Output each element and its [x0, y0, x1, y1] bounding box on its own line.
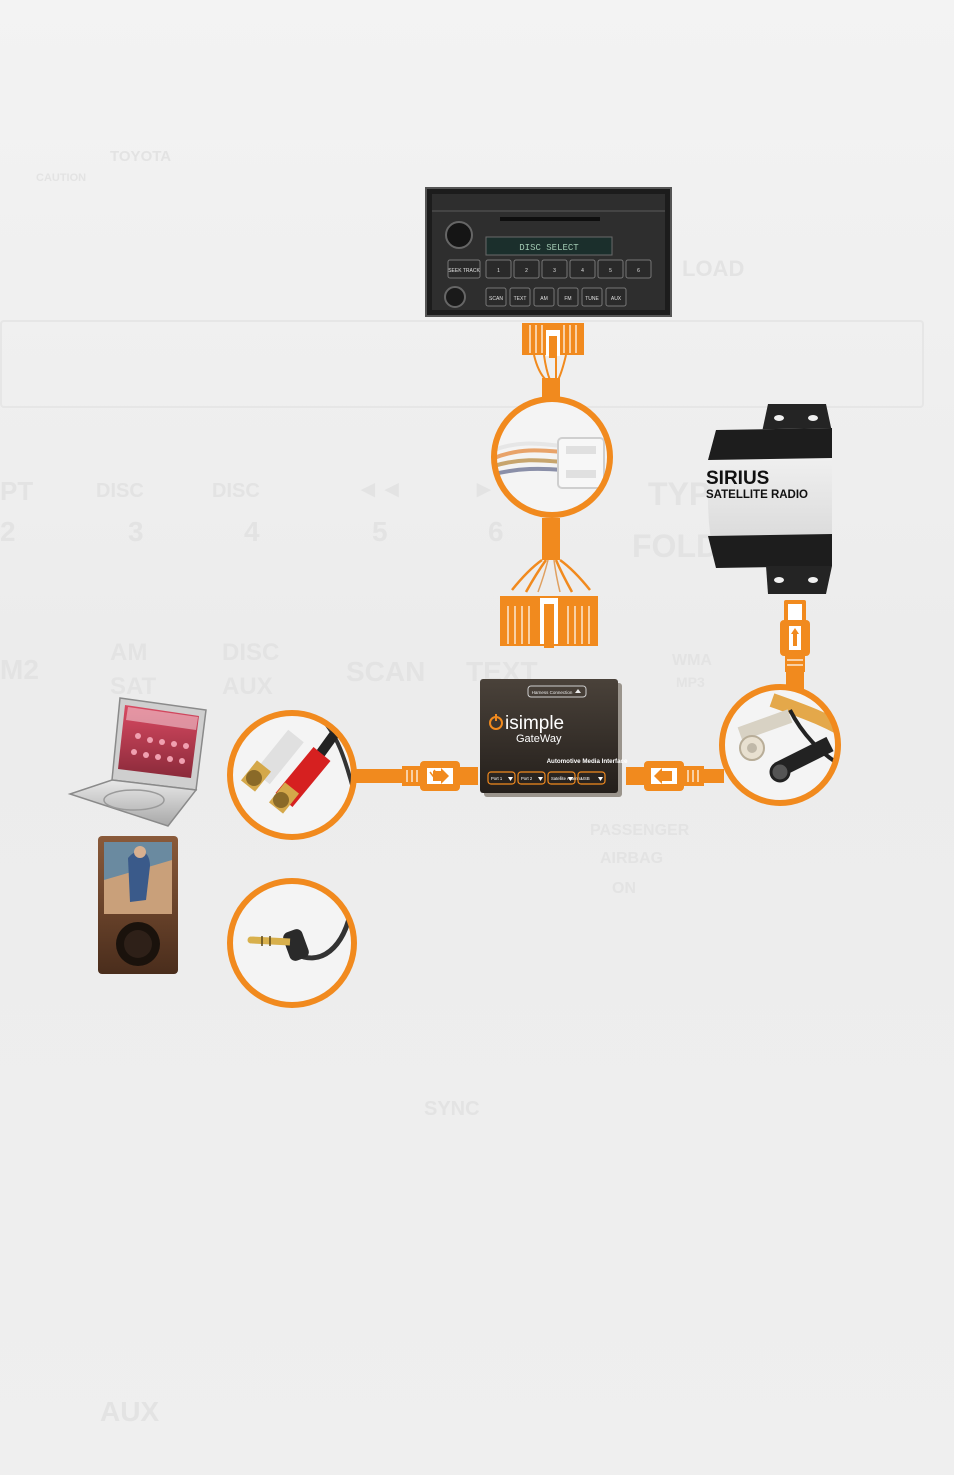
bg-on: ON	[612, 880, 636, 897]
head-unit-button: AUX	[605, 287, 627, 307]
bg-btn-4-num: 5	[372, 516, 388, 547]
head-unit-button: SEEK TRACK	[447, 259, 481, 279]
head-unit: DISC SELECT SEEK TRACK 1 2 3 4 5 6 SCAN TEXT AM F…	[425, 187, 672, 317]
bg-sync: SYNC	[424, 1098, 480, 1120]
input-cable	[354, 761, 478, 791]
bg-btn-3-top: DISC	[212, 480, 260, 502]
bg-caution: CAUTION	[36, 172, 87, 184]
bg-airbag: AIRBAG	[600, 850, 664, 867]
head-unit-button: 5	[597, 259, 624, 279]
head-unit-button: 2	[513, 259, 540, 279]
satellite-cable	[626, 761, 724, 791]
bg-row2-2: AM SAT	[110, 639, 157, 700]
gateway-port-label: Port 1	[491, 776, 503, 781]
aux-jack-zoom-circle	[227, 878, 357, 1008]
head-unit-button: 3	[541, 259, 568, 279]
bg-btn-2-num: 3	[128, 516, 144, 547]
head-unit-button: AM	[533, 287, 555, 307]
bg-mp3: MP3	[676, 674, 705, 690]
head-unit-button-label: AM	[540, 296, 548, 302]
portable-media-player	[98, 836, 178, 974]
harness-connector-bottom	[500, 518, 598, 648]
head-unit-button-label: 3	[553, 268, 556, 274]
chevron-down-icon	[568, 777, 573, 781]
sirius-zoom-circle	[719, 684, 841, 806]
bg-btn-6-num: FOLD	[632, 528, 720, 564]
harness-zoom-circle	[491, 396, 613, 518]
head-unit-button: TUNE	[581, 287, 603, 307]
bg-row2-1: M2	[0, 654, 39, 685]
rca-zoom-circle	[227, 710, 357, 840]
gateway-port: Satellite Antenna	[547, 771, 583, 785]
head-unit-display: DISC SELECT	[519, 243, 579, 253]
gateway-logo: isimple	[505, 713, 564, 734]
head-unit-button: FM	[557, 287, 579, 307]
bg-brand: TOYOTA	[110, 148, 172, 165]
sirius-cable	[780, 600, 810, 692]
head-unit-button-label: TUNE	[585, 296, 599, 302]
sirius-brand: SIRIUS	[706, 468, 769, 489]
gateway-port: USB	[577, 771, 606, 785]
head-unit-button-label: SCAN	[489, 296, 503, 302]
head-unit-button-label: 1	[497, 268, 500, 274]
head-unit-button-label: TEXT	[514, 296, 527, 302]
gateway-port-label: Satellite Antenna	[551, 776, 583, 781]
gateway-port-label: Port 2	[521, 776, 533, 781]
head-unit-button: SCAN	[485, 287, 507, 307]
head-unit-button-label: SEEK TRACK	[448, 268, 480, 274]
bg-load: LOAD	[682, 256, 745, 281]
head-unit-button-label: 5	[609, 268, 612, 274]
bg-btn-3-num: 4	[244, 516, 260, 547]
bg-display-panel	[0, 320, 924, 408]
gateway-tagline: Automotive Media Interface	[547, 758, 628, 765]
head-unit-button: 1	[485, 259, 512, 279]
bg-btn-2-top: DISC	[96, 480, 144, 502]
head-unit-button-row-2: SCAN TEXT AM FM TUNE AUX	[485, 287, 627, 307]
gateway-interface: Harness Connection isimple GateWay Autom…	[480, 679, 628, 797]
gateway-harness-label: Harness Connection	[532, 690, 573, 695]
bg-wma: WMA	[672, 652, 712, 669]
chevron-down-icon	[598, 777, 603, 781]
sirius-subtitle: SATELLITE RADIO	[706, 489, 808, 501]
bg-passenger: PASSENGER	[590, 822, 690, 839]
chevron-down-icon	[538, 777, 543, 781]
bg-btn-5-top: ►	[472, 476, 496, 503]
chevron-down-icon	[508, 777, 513, 781]
sirius-tuner: SIRIUS SATELLITE RADIO	[706, 404, 832, 594]
gateway-port: Port 2	[517, 771, 546, 785]
head-unit-button: TEXT	[509, 287, 531, 307]
bg-aux: AUX	[100, 1396, 160, 1427]
gateway-product: GateWay	[516, 733, 562, 745]
bg-btn-1-top: PT	[0, 476, 34, 506]
bg-btn-5-num: 6	[488, 516, 504, 547]
harness-connector-top	[522, 323, 584, 402]
gateway-port: Port 1	[487, 771, 516, 785]
head-unit-button-row: SEEK TRACK 1 2 3 4 5 6	[447, 259, 652, 279]
bg-btn-1-num: 2	[0, 516, 16, 547]
bg-row2-3: DISC AUX	[222, 639, 280, 700]
head-unit-button-label: AUX	[611, 296, 622, 302]
head-unit-button: 6	[625, 259, 652, 279]
portable-dvd-player	[67, 697, 207, 827]
bg-btn-4-top: ◄◄	[356, 476, 404, 503]
bg-row2-4: SCAN	[346, 656, 426, 687]
head-unit-button-label: 4	[581, 268, 584, 274]
head-unit-button: 4	[569, 259, 596, 279]
head-unit-button-label: FM	[564, 296, 571, 302]
bg-btn-6-top: TYP	[648, 476, 711, 512]
gateway-port-label: USB	[581, 776, 590, 781]
head-unit-button-label: 6	[637, 268, 640, 274]
head-unit-button-label: 2	[525, 268, 528, 274]
